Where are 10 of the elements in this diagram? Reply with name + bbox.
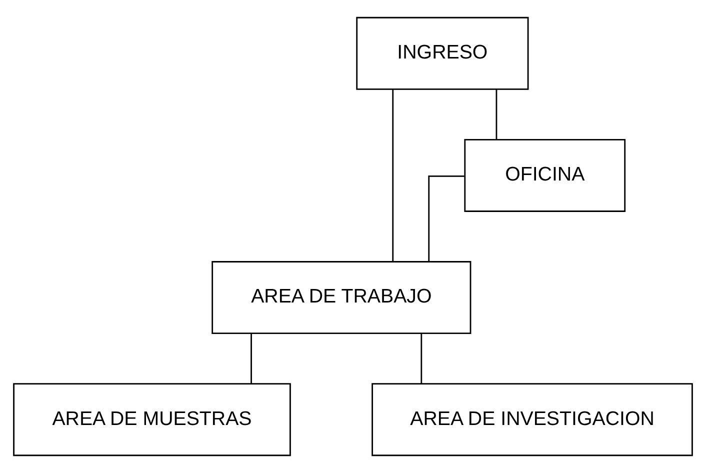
connector [496, 88, 498, 139]
connector [428, 174, 464, 261]
node-box: INGRESO [356, 16, 529, 90]
connector [420, 333, 422, 383]
connector [392, 88, 394, 261]
connector [250, 333, 252, 383]
node-box: AREA DE MUESTRAS [13, 382, 291, 456]
node-box: AREA DE INVESTIGACION [372, 382, 693, 456]
node-box: OFICINA [464, 138, 626, 212]
node-box: AREA DE TRABAJO [212, 260, 472, 334]
